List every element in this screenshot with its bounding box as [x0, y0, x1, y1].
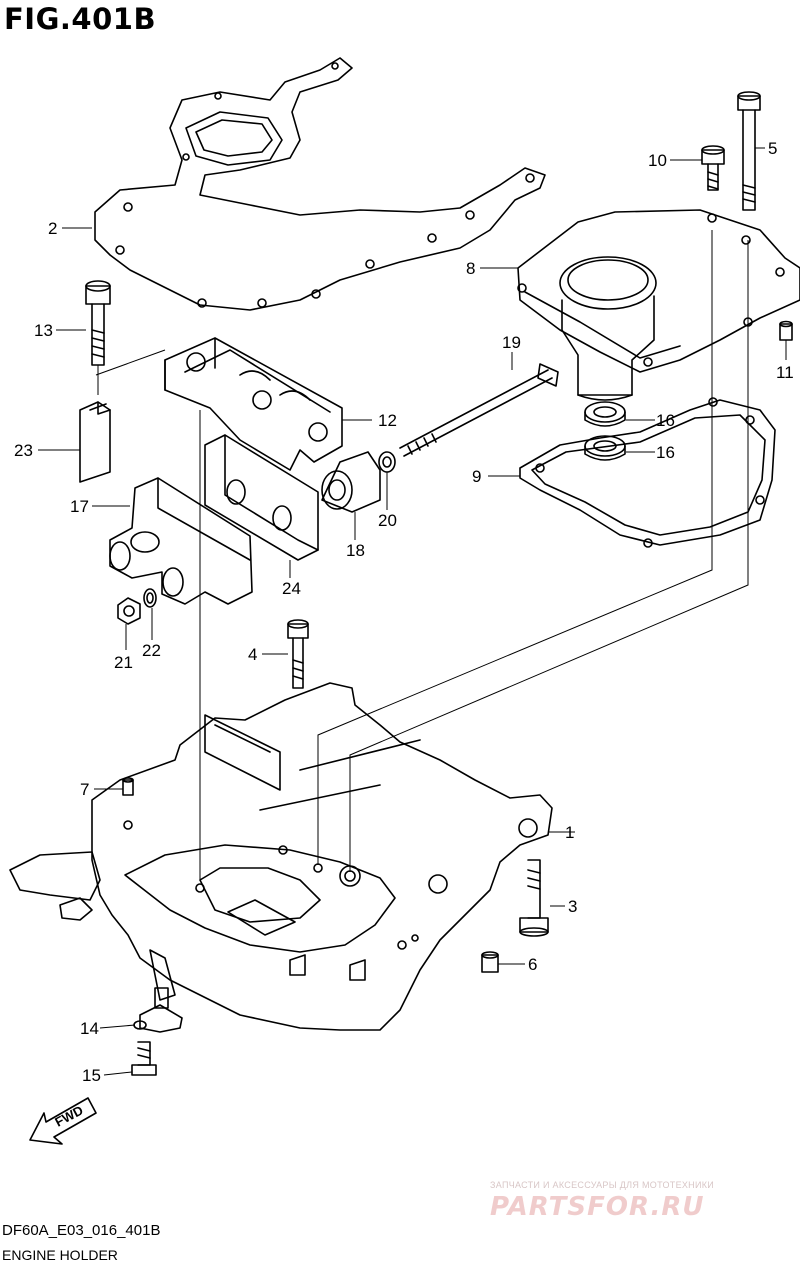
callout-23: 23: [14, 441, 33, 460]
washer-part-20: [378, 451, 396, 473]
callout-5: 5: [768, 139, 777, 158]
callout-2: 2: [48, 219, 57, 238]
callout-3: 3: [568, 897, 577, 916]
bracket-part-12: [164, 337, 343, 471]
bolt-part-4: [287, 619, 309, 689]
callout-15: 15: [82, 1066, 101, 1085]
bolt-part-3: [519, 859, 549, 937]
callout-16-upper: 16: [656, 411, 675, 430]
seal-part-16-lower: [584, 435, 626, 461]
seal-part-16-upper: [584, 401, 626, 427]
callout-18: 18: [346, 541, 365, 560]
assembly-guide-lines: [95, 230, 749, 880]
washer-part-22: [143, 588, 157, 608]
callout-labels: 1 2 3 4 5 6 7 8 9 10 11 12 13 14 15 16 1…: [14, 139, 794, 1085]
watermark-brand: PARTSFOR.RU: [490, 1192, 705, 1222]
figure-caption: ENGINE HOLDER: [2, 1247, 118, 1263]
callout-9: 9: [472, 467, 481, 486]
mount-part-17: [109, 477, 253, 605]
callout-21: 21: [114, 653, 133, 672]
clip-part-23: [79, 401, 111, 483]
engine-holder-part-1: [9, 682, 553, 1031]
callout-1: 1: [565, 823, 574, 842]
callout-20: 20: [378, 511, 397, 530]
callout-11: 11: [776, 363, 794, 382]
fwd-arrow-icon: [29, 1097, 97, 1145]
bolt-part-19: [399, 363, 559, 457]
bolt-part-15: [131, 1041, 157, 1076]
callout-7: 7: [80, 780, 89, 799]
bolt-part-5: [737, 91, 761, 211]
callout-14: 14: [80, 1019, 99, 1038]
bolt-part-13: [85, 280, 111, 366]
bolt-part-10: [701, 145, 725, 191]
gasket-part-9: [519, 397, 776, 548]
callout-22: 22: [142, 641, 161, 660]
callout-8: 8: [466, 259, 475, 278]
watermark-subtitle: ЗАПЧАСТИ И АКСЕССУАРЫ ДЛЯ МОТОТЕХНИКИ: [490, 1180, 715, 1190]
gasket-part-2: [94, 57, 546, 311]
callout-4: 4: [248, 645, 257, 664]
callout-6: 6: [528, 955, 537, 974]
callout-13: 13: [34, 321, 53, 340]
cover-plate-part-8: [517, 209, 800, 401]
dowel-part-6: [481, 951, 499, 973]
callout-10: 10: [648, 151, 667, 170]
plate-part-24: [204, 434, 319, 561]
callout-16-lower: 16: [656, 443, 675, 462]
figure-title: FIG.401B: [4, 2, 157, 36]
callout-19: 19: [502, 333, 521, 352]
bushing-part-18: [321, 451, 381, 513]
callout-12: 12: [378, 411, 397, 430]
callout-24: 24: [282, 579, 301, 598]
fwd-label: FWD: [52, 1103, 85, 1130]
dowel-part-7: [122, 777, 134, 796]
callout-17: 17: [70, 497, 89, 516]
nut-part-21: [117, 597, 141, 625]
leader-lines: [38, 147, 787, 1076]
dowel-part-11: [779, 320, 793, 341]
figure-code: DF60A_E03_016_401B: [2, 1222, 161, 1239]
